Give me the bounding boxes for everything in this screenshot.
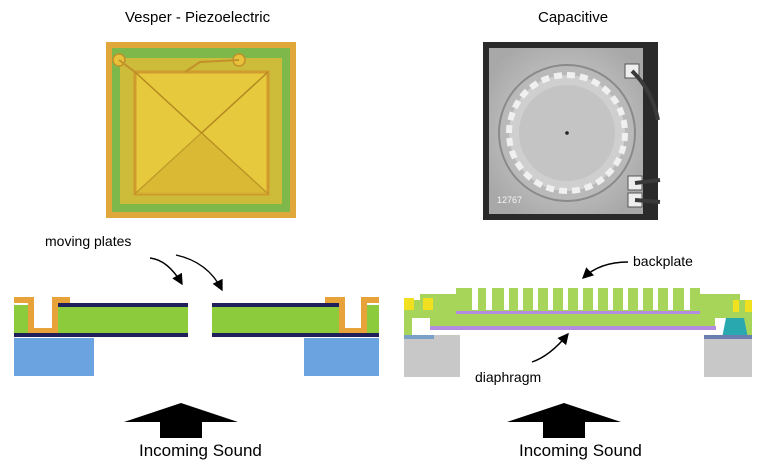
moving-plates-arrow-right [175, 254, 223, 292]
incoming-sound-label-left: Incoming Sound [139, 441, 262, 460]
piezo-chip-photo [106, 42, 296, 218]
moving-plates-label: moving plates [45, 233, 132, 249]
moving-plates-arrow-left [149, 257, 183, 286]
sound-arrow-left [124, 403, 238, 438]
capacitive-cross-section [404, 288, 752, 377]
incoming-sound-label-right: Incoming Sound [519, 441, 642, 460]
sound-arrow-right [507, 403, 621, 438]
backplate-arrow [581, 261, 629, 279]
diaphragm-label: diaphragm [475, 369, 542, 385]
backplate-label: backplate [633, 253, 693, 269]
piezo-title: Vesper - Piezoelectric [125, 9, 271, 26]
capacitive-title: Capacitive [538, 9, 609, 26]
piezo-cross-section [14, 297, 379, 376]
capacitive-chip-photo: 12767 [483, 42, 661, 220]
diaphragm-arrow [531, 332, 569, 363]
chip-mark-text: 12767 [497, 195, 522, 205]
